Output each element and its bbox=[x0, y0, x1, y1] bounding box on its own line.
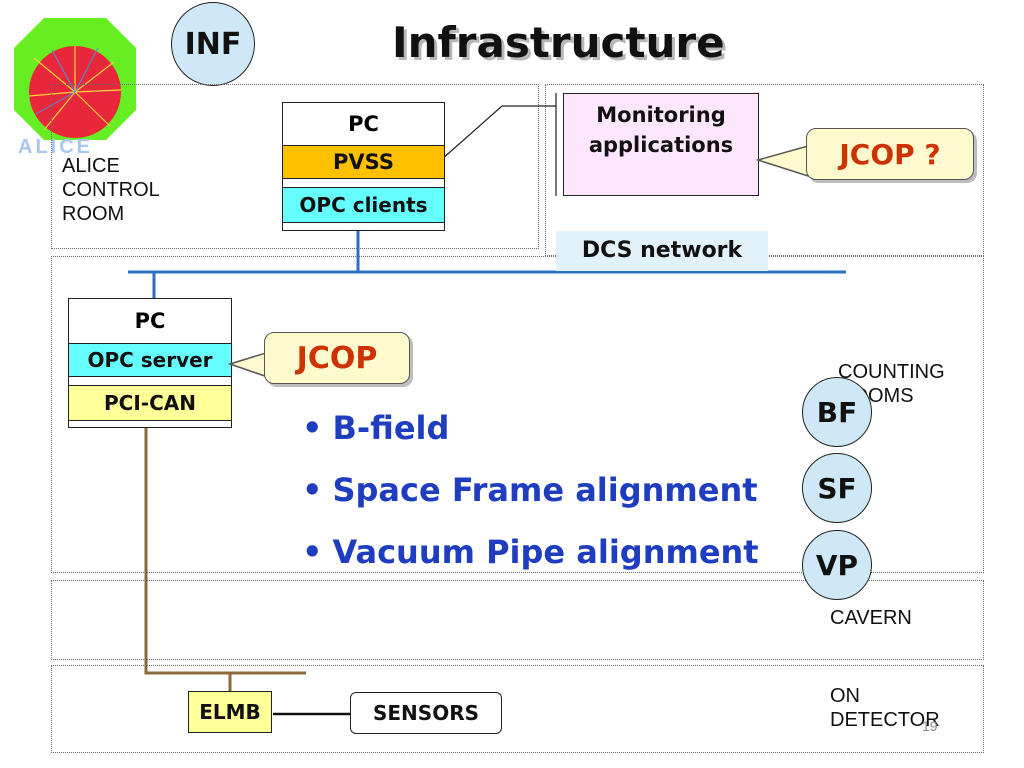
bullet-dot-icon: • bbox=[302, 471, 323, 509]
control-room-pc: PC PVSS OPC clients bbox=[282, 102, 445, 231]
monitoring-applications-label: Monitoring applications bbox=[588, 103, 734, 157]
can-bus-line bbox=[144, 427, 306, 675]
bullet-item: •Vacuum Pipe alignment bbox=[302, 533, 759, 571]
page-title: Infrastructure bbox=[392, 18, 725, 67]
opc-server-band: OPC server bbox=[69, 343, 231, 377]
monitoring-applications-box: Monitoring applications bbox=[563, 93, 759, 196]
bf-badge: BF bbox=[802, 377, 872, 447]
pvss-band: PVSS bbox=[283, 145, 444, 179]
inf-badge: INF bbox=[171, 2, 255, 86]
alice-logo: ALICE bbox=[14, 18, 136, 158]
zone-on-detector bbox=[51, 665, 984, 753]
zone-control-room bbox=[51, 84, 539, 249]
zone-label-cavern: CAVERN bbox=[830, 607, 912, 629]
zone-cavern bbox=[51, 580, 984, 660]
page-number: 19 bbox=[922, 718, 938, 734]
opc-clients-band: OPC clients bbox=[283, 187, 444, 223]
alice-logo-text: ALICE bbox=[18, 136, 93, 158]
counting-pc-title: PC bbox=[134, 309, 166, 333]
callout-jcop-question: JCOP ? bbox=[806, 128, 974, 180]
vp-badge: VP bbox=[802, 530, 872, 600]
sf-badge: SF bbox=[802, 453, 872, 523]
zone-label-control-room: ALICE CONTROL ROOM bbox=[62, 155, 160, 225]
alice-collision-logo-icon bbox=[14, 18, 136, 140]
sensors-box: SENSORS bbox=[350, 692, 502, 734]
elmb-box: ELMB bbox=[188, 691, 272, 733]
bullet-dot-icon: • bbox=[302, 409, 323, 447]
bullet-item: •B-field bbox=[302, 409, 450, 447]
zone-counting-rooms bbox=[51, 256, 984, 573]
zone-label-on-detector: ON DETECTOR bbox=[830, 685, 940, 731]
bullet-dot-icon: • bbox=[302, 533, 323, 571]
dcs-network-label: DCS network bbox=[556, 231, 768, 271]
bullet-item: •Space Frame alignment bbox=[302, 471, 758, 509]
callout-jcop: JCOP bbox=[264, 332, 410, 384]
pvss-monitor-link bbox=[440, 105, 556, 161]
application-bullet-list: •B-field •Space Frame alignment •Vacuum … bbox=[302, 406, 759, 592]
counting-room-pc: PC OPC server PCI-CAN bbox=[68, 298, 232, 428]
pci-can-band: PCI-CAN bbox=[69, 385, 231, 421]
control-pc-title: PC bbox=[348, 112, 379, 136]
